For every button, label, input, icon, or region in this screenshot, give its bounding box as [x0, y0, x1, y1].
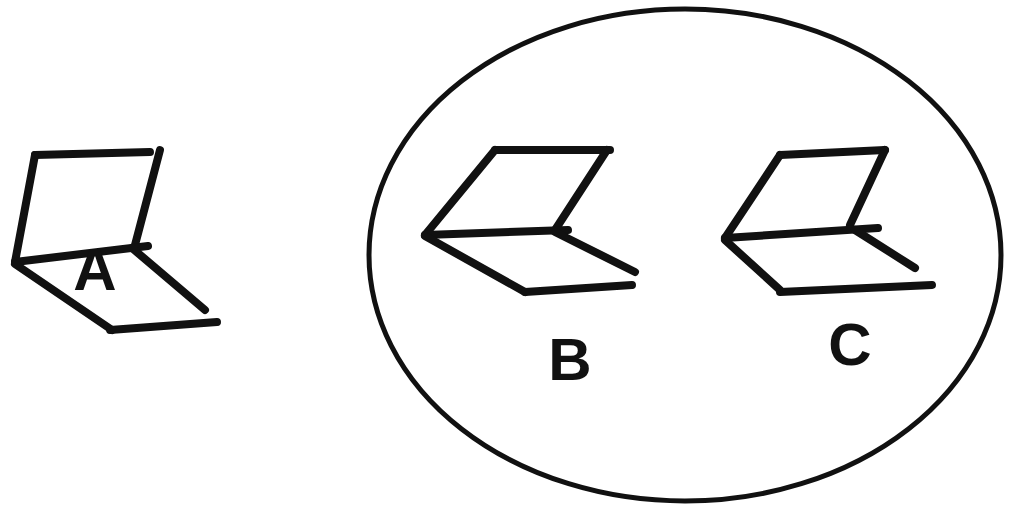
laptop-stroke — [850, 150, 885, 225]
laptop-stroke — [110, 322, 217, 330]
laptop-stroke — [425, 236, 525, 292]
laptop-drawing — [715, 140, 940, 380]
laptop-stroke — [132, 248, 205, 310]
laptop-stroke — [725, 240, 780, 290]
laptop-stroke — [555, 232, 635, 272]
laptop-drawing — [415, 140, 645, 394]
laptop-stroke — [495, 146, 610, 154]
group-ellipse: BC — [365, 5, 1005, 505]
figure-label: A — [73, 240, 116, 300]
laptop-stroke — [555, 150, 607, 230]
laptop-stroke — [525, 285, 632, 292]
group-ellipse-outline — [369, 9, 1001, 501]
laptop-stroke — [35, 152, 150, 155]
laptop-stroke — [135, 150, 160, 245]
laptop-stroke — [725, 155, 780, 238]
laptop-drawing — [5, 140, 235, 450]
laptop-stroke — [780, 150, 885, 155]
laptop-figure: A — [5, 140, 235, 450]
figure-label: B — [548, 330, 591, 390]
laptop-stroke — [425, 150, 495, 235]
laptop-figure: B — [415, 140, 645, 394]
laptop-figure: C — [715, 140, 940, 380]
laptop-stroke — [15, 155, 35, 262]
laptop-stroke — [780, 285, 932, 292]
figure-label: C — [828, 315, 871, 375]
laptop-stroke — [855, 230, 915, 268]
laptop-stroke — [425, 230, 568, 235]
